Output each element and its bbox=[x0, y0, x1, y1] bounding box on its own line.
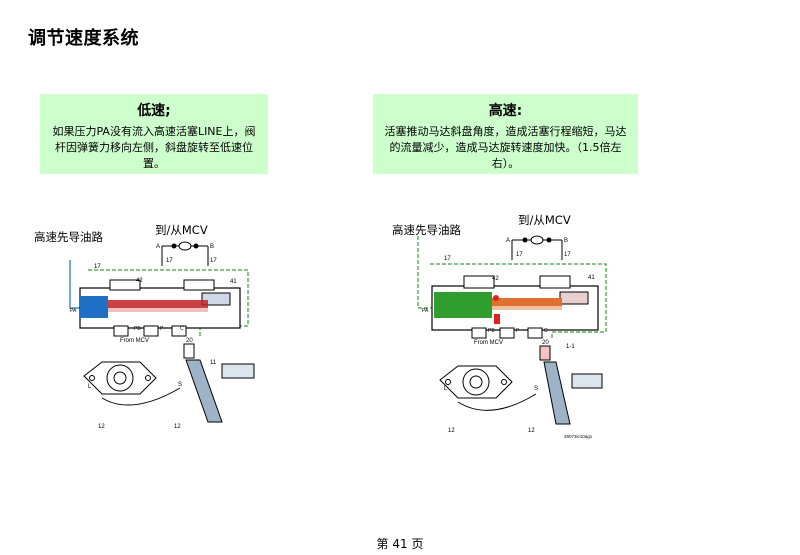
high-mark-pa: PA bbox=[422, 308, 429, 314]
high-spool bbox=[434, 292, 562, 324]
low-mark-41: 41 bbox=[230, 279, 237, 285]
high-from-mcv: From MCV bbox=[474, 340, 503, 346]
high-mark-s: S bbox=[534, 386, 538, 392]
high-mcv-port-block bbox=[511, 235, 563, 260]
high-port-b: B bbox=[564, 238, 568, 244]
high-mark-17-a: 17 bbox=[516, 252, 523, 258]
high-pilot-line-label: 高速先导油路 bbox=[392, 223, 461, 237]
high-mark-l: L bbox=[444, 386, 448, 392]
high-mark-pb: PB bbox=[488, 328, 495, 334]
low-speed-note: 低速; 如果压力PA没有流入高速活塞LINE上，阀杆因弹簧力移向左侧，斜盘旋转至… bbox=[40, 94, 268, 174]
low-port-a: A bbox=[156, 244, 160, 250]
high-mark-41: 41 bbox=[588, 275, 595, 281]
low-mark-s: S bbox=[178, 382, 182, 388]
low-from-mcv: From MCV bbox=[120, 338, 149, 344]
low-mark-11: 11 bbox=[210, 360, 217, 366]
low-spool bbox=[80, 296, 208, 318]
low-mark-pa: PA bbox=[70, 308, 77, 314]
low-mcv-port-block bbox=[161, 241, 209, 266]
low-return-line bbox=[88, 269, 249, 336]
high-figure-code: 29073ic10ag1 bbox=[564, 434, 593, 439]
low-mark-p: P bbox=[160, 326, 164, 332]
high-speed-diagram: A B 17 17 17 42 41 PA PB P C From MCV 20… bbox=[417, 235, 607, 439]
low-mcv-label: 到/从MCV bbox=[155, 223, 208, 237]
high-mark-42: 42 bbox=[492, 276, 499, 282]
low-mark-l: L bbox=[88, 384, 92, 390]
low-mark-17-a: 17 bbox=[166, 258, 173, 264]
low-pilot-line bbox=[69, 260, 80, 309]
low-speed-heading: 低速; bbox=[137, 103, 171, 119]
high-mark-20: 20 bbox=[542, 340, 549, 346]
page-title: 调节速度系统 bbox=[28, 28, 139, 49]
high-speed-note: 高速: 活塞推动马达斜盘角度，造成活塞行程缩短，马达的流量减少，造成马达旋转速度… bbox=[373, 94, 638, 174]
page-number: 第 41 页 bbox=[376, 537, 424, 551]
high-return-line bbox=[430, 263, 607, 340]
low-mark-12-a: 12 bbox=[98, 424, 105, 430]
high-speed-heading: 高速: bbox=[488, 103, 523, 119]
high-mark-17-c: 17 bbox=[444, 256, 451, 262]
high-port-a: A bbox=[506, 238, 510, 244]
low-speed-description: 如果压力PA没有流入高速活塞LINE上，阀杆因弹簧力移向左侧，斜盘旋转至低速位置… bbox=[52, 125, 256, 170]
high-mark-c: C bbox=[544, 328, 548, 334]
low-mark-42: 42 bbox=[136, 278, 143, 284]
low-swash-mechanism bbox=[83, 343, 255, 423]
low-mark-12-b: 12 bbox=[174, 424, 181, 430]
high-mark-p: P bbox=[516, 328, 520, 334]
high-mark-11: 1-1 bbox=[566, 344, 575, 350]
low-port-b: B bbox=[210, 244, 214, 250]
low-speed-diagram: A B 17 17 17 42 41 PA PB P C From MCV 20… bbox=[69, 241, 255, 430]
high-mcv-label: 到/从MCV bbox=[518, 213, 571, 227]
low-mark-17-c: 17 bbox=[94, 264, 101, 270]
high-speed-description: 活塞推动马达斜盘角度，造成活塞行程缩短，马达的流量减少，造成马达旋转速度加快。（… bbox=[384, 125, 627, 170]
high-mark-17-b: 17 bbox=[564, 252, 571, 258]
high-mark-12-b: 12 bbox=[528, 428, 535, 434]
low-mark-c: C bbox=[180, 326, 184, 332]
low-mark-pb: PB bbox=[134, 326, 141, 332]
high-mark-12-a: 12 bbox=[448, 428, 455, 434]
low-mark-20: 20 bbox=[186, 338, 193, 344]
high-swash-mechanism bbox=[439, 345, 603, 425]
high-pilot-line bbox=[417, 236, 432, 309]
low-pilot-line-label: 高速先导油路 bbox=[34, 230, 103, 244]
low-mark-17-b: 17 bbox=[210, 258, 217, 264]
